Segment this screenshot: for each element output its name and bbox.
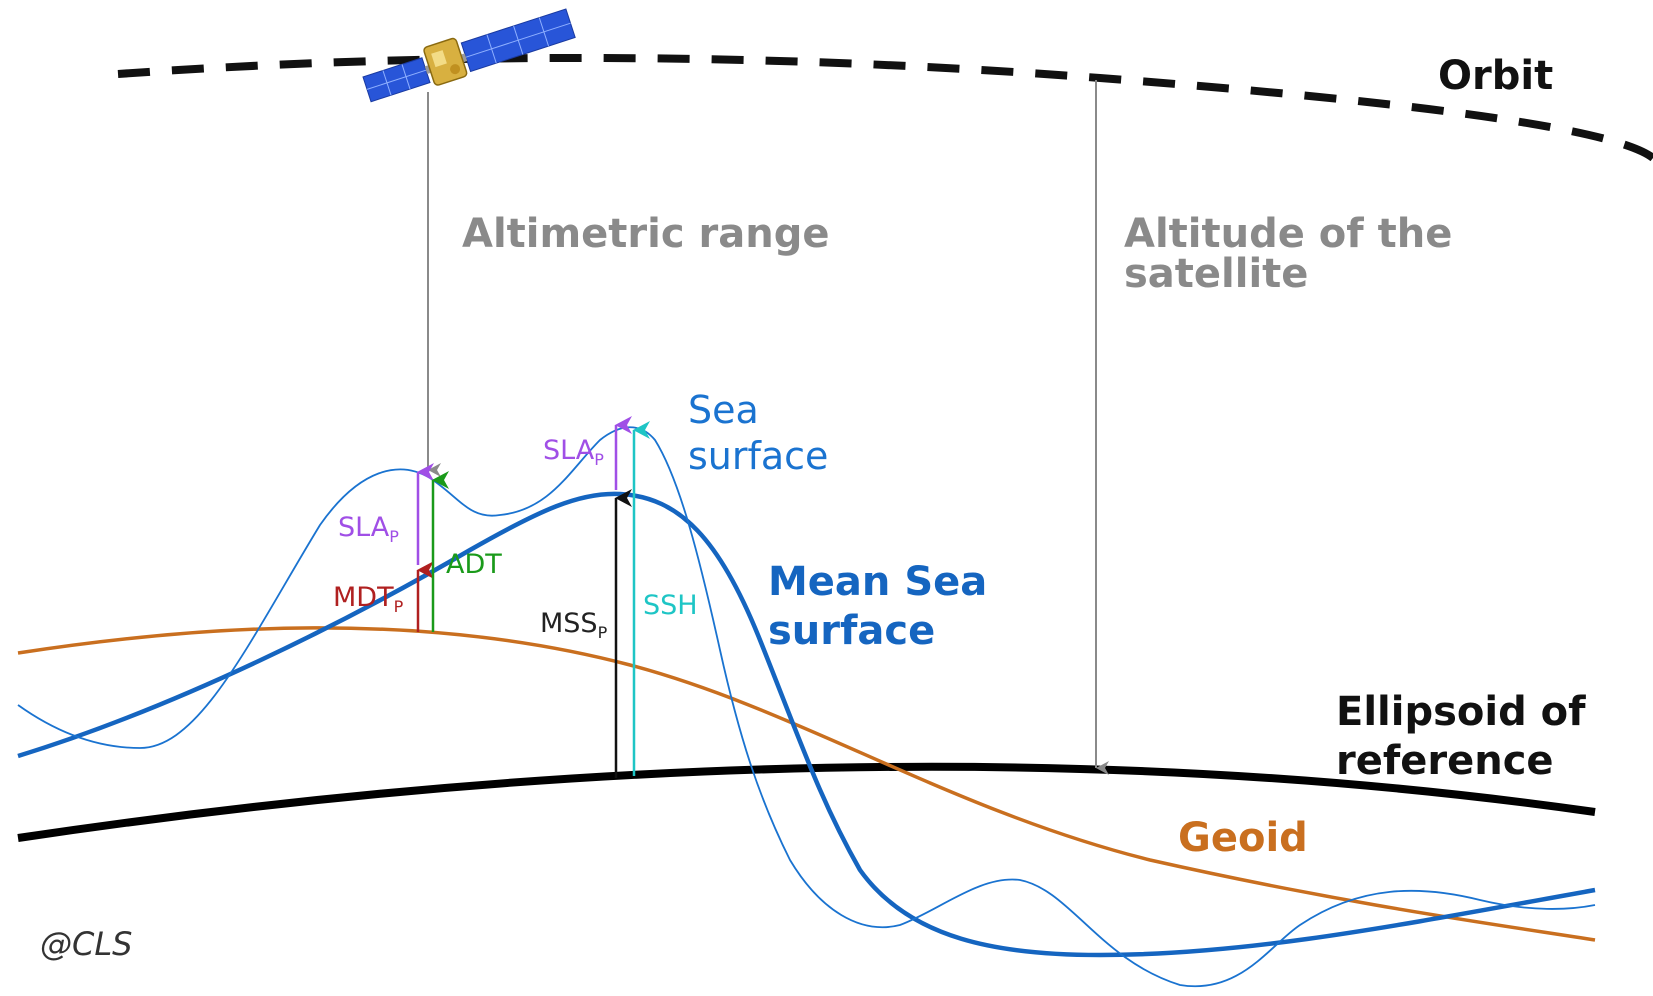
satellite-icon xyxy=(362,8,576,103)
mean-sea-surface-line xyxy=(17,491,1596,958)
sea-surface-label-line2: surface xyxy=(688,433,829,478)
ssh-label: SSH xyxy=(643,590,698,621)
mss-p-text: MSS xyxy=(540,608,598,639)
mdt-p-label: MDTP xyxy=(333,584,403,615)
mean-sea-surface-label-line1: Mean Sea xyxy=(768,559,988,605)
adt-label: ADT xyxy=(446,549,502,580)
mss-p-sub: P xyxy=(597,623,608,642)
orbit-label: Orbit xyxy=(1438,53,1554,99)
mss-p-label: MSSP xyxy=(540,610,607,641)
sla-p-right-label: SLAP xyxy=(543,437,604,468)
copyright-label: @CLS xyxy=(40,925,133,963)
mdt-p-sub: P xyxy=(393,597,404,616)
mean-sea-surface-label-line2: surface xyxy=(768,607,936,654)
ellipsoid-line xyxy=(17,762,1596,842)
altitude-label-line2: satellite xyxy=(1124,251,1309,297)
mdt-p-text: MDT xyxy=(333,582,394,613)
sea-surface-label: Sea surface xyxy=(688,388,828,479)
altitude-label: Altitude of the satellite xyxy=(1124,214,1452,294)
geoid-label: Geoid xyxy=(1178,815,1308,861)
solar-panel-right xyxy=(460,8,576,73)
sea-surface-line xyxy=(17,426,1596,988)
sla-p-left-sub: P xyxy=(389,527,399,546)
ellipsoid-label: Ellipsoid of reference xyxy=(1336,688,1586,786)
ellipsoid-label-line2: reference xyxy=(1336,737,1554,784)
sla-p-left-text: SLA xyxy=(338,512,390,543)
geoid-line xyxy=(17,626,1596,942)
altimetric-range-label: Altimetric range xyxy=(462,211,830,257)
ellipsoid-label-line1: Ellipsoid of xyxy=(1336,689,1586,735)
altitude-label-line1: Altitude of the xyxy=(1124,211,1453,257)
sea-surface-label-line1: Sea xyxy=(688,388,759,432)
mean-sea-surface-label: Mean Sea surface xyxy=(768,558,987,656)
sla-p-left-label: SLAP xyxy=(338,514,399,545)
sla-p-right-sub: P xyxy=(594,450,604,469)
orbit-line xyxy=(117,53,1653,162)
sla-p-right-text: SLA xyxy=(543,435,595,466)
